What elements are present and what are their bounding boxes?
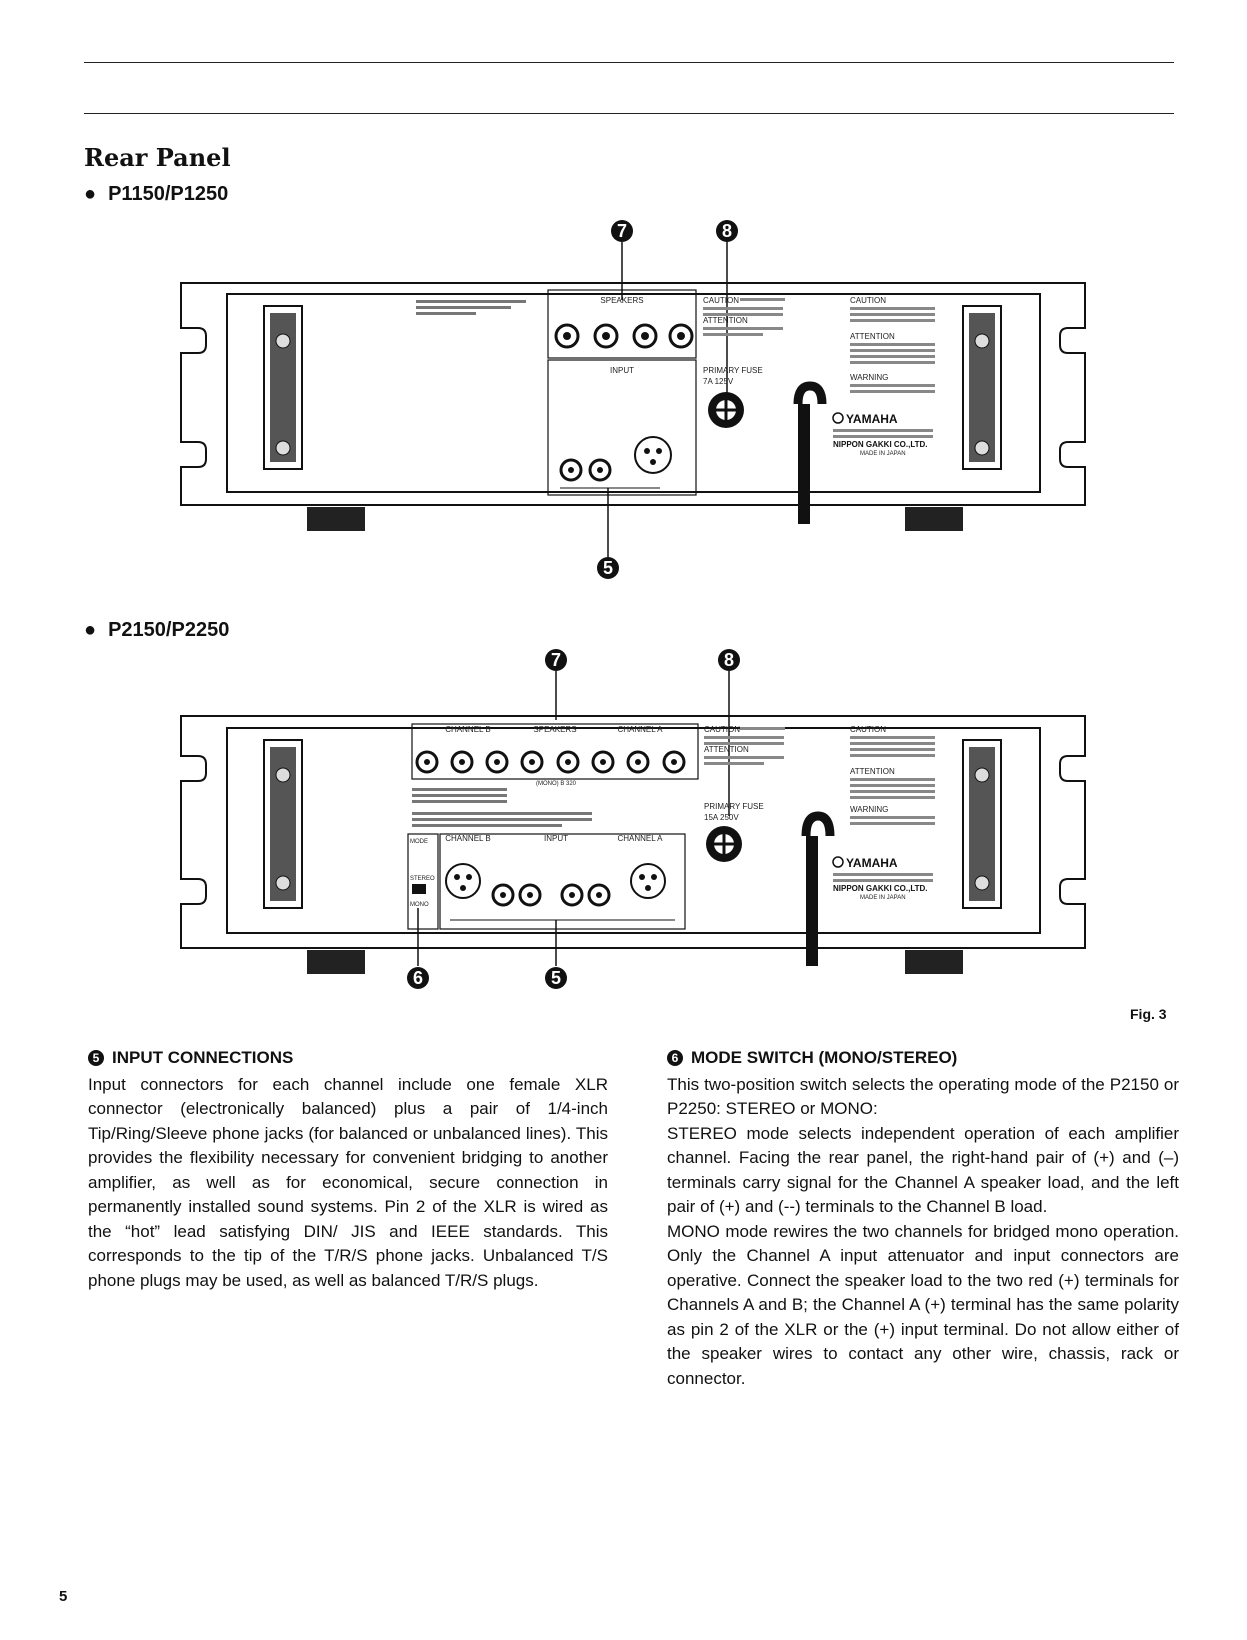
svg-text:ATTENTION: ATTENTION — [703, 316, 748, 325]
input-connections-section: 5 INPUT CONNECTIONS Input connectors for… — [88, 1046, 608, 1293]
svg-text:WARNING: WARNING — [850, 373, 888, 382]
svg-text:MODE: MODE — [410, 839, 428, 845]
right-foot — [905, 507, 963, 531]
yamaha-logo: YAMAHA NIPPON GAKKI CO.,LTD. MADE IN JAP… — [832, 856, 933, 901]
figure-label: Fig. 3 — [1130, 1006, 1167, 1022]
svg-text:STEREO: STEREO — [410, 876, 435, 882]
svg-text:INPUT: INPUT — [610, 366, 634, 375]
right-handle — [962, 305, 1002, 470]
callout-5: 5 — [545, 920, 567, 989]
spec-text — [412, 788, 592, 827]
model-heading-p1150: ● P1150/P1250 — [84, 183, 228, 206]
left-handle — [263, 739, 303, 909]
svg-text:CHANNEL B: CHANNEL B — [445, 725, 491, 734]
callout-7: 7 — [545, 649, 567, 720]
caution-label-right: CAUTION ATTENTION WARNING — [850, 725, 935, 825]
svg-text:SPEAKERS: SPEAKERS — [600, 296, 643, 305]
svg-text:SPEAKERS: SPEAKERS — [533, 725, 576, 734]
page-number: 5 — [59, 1588, 68, 1605]
right-handle — [962, 739, 1002, 909]
input-section: CHANNEL B INPUT CHANNEL A — [439, 833, 686, 930]
svg-text:15A 250V: 15A 250V — [704, 813, 739, 822]
svg-text:(MONO) B 320: (MONO) B 320 — [536, 781, 577, 787]
svg-text:WARNING: WARNING — [850, 805, 888, 814]
model-heading-p2150: ● P2150/P2250 — [84, 619, 229, 642]
svg-text:5: 5 — [603, 558, 613, 578]
model-label: P2150/P2250 — [108, 619, 230, 641]
svg-text:CAUTION: CAUTION — [850, 296, 886, 305]
svg-text:8: 8 — [724, 650, 734, 670]
primary-fuse: PRIMARY FUSE 7A 125V — [703, 366, 763, 428]
rack-frame — [180, 282, 1086, 506]
svg-text:YAMAHA: YAMAHA — [846, 412, 898, 426]
caution-label-right: CAUTION ATTENTION WARNING — [850, 296, 935, 393]
second-rule — [84, 113, 1174, 114]
svg-text:6: 6 — [413, 968, 423, 988]
rear-panel-diagram-p2150: 7 8 CHANNEL B SPEAKERS CHANNEL A — [180, 649, 1086, 989]
heading-text: MODE SWITCH (MONO/STEREO) — [691, 1048, 958, 1067]
mode-switch-section: 6 MODE SWITCH (MONO/STEREO) This two-pos… — [667, 1046, 1179, 1391]
svg-text:NIPPON GAKKI CO.,LTD.: NIPPON GAKKI CO.,LTD. — [833, 884, 928, 893]
power-cord — [801, 811, 835, 966]
svg-text:MONO: MONO — [410, 902, 429, 908]
svg-text:CHANNEL A: CHANNEL A — [617, 834, 663, 843]
svg-text:5: 5 — [551, 968, 561, 988]
svg-text:7: 7 — [551, 650, 561, 670]
model-label: P1150/P1250 — [108, 183, 229, 205]
left-handle — [263, 305, 303, 470]
svg-text:CHANNEL A: CHANNEL A — [617, 725, 663, 734]
speakers-section: CHANNEL B SPEAKERS CHANNEL A (MONO) B 32… — [411, 723, 699, 787]
primary-fuse: PRIMARY FUSE 15A 250V — [704, 802, 764, 862]
svg-text:MADE IN JAPAN: MADE IN JAPAN — [860, 451, 906, 457]
body-text-stereo: STEREO mode selects independent operatio… — [667, 1123, 1179, 1217]
right-foot — [905, 950, 963, 974]
callout-6: 6 — [407, 908, 429, 989]
svg-text:7A 125V: 7A 125V — [703, 377, 734, 386]
yamaha-logo: YAMAHA NIPPON GAKKI CO.,LTD. MADE IN JAP… — [832, 412, 933, 457]
page-title: Rear Panel — [84, 143, 231, 172]
spec-text — [416, 300, 526, 315]
svg-text:PRIMARY FUSE: PRIMARY FUSE — [704, 802, 764, 811]
bullet-icon: ● — [84, 183, 97, 205]
svg-text:CAUTION: CAUTION — [704, 725, 740, 734]
callout-7: 7 — [611, 220, 633, 300]
left-foot — [307, 507, 365, 531]
svg-text:ATTENTION: ATTENTION — [704, 745, 749, 754]
number-icon: 6 — [667, 1050, 683, 1067]
power-cord — [793, 381, 827, 524]
top-rule — [84, 62, 1174, 63]
rear-panel-diagram-p1150: 7 8 SPEAKERS — [180, 220, 1086, 579]
svg-text:8: 8 — [722, 221, 732, 241]
svg-text:CAUTION: CAUTION — [850, 725, 886, 734]
callout-5: 5 — [597, 488, 619, 579]
rack-frame — [180, 715, 1086, 949]
left-foot — [307, 950, 365, 974]
bullet-icon: ● — [84, 619, 97, 641]
svg-text:NIPPON GAKKI CO.,LTD.: NIPPON GAKKI CO.,LTD. — [833, 440, 928, 449]
number-icon: 5 — [88, 1050, 104, 1067]
svg-text:YAMAHA: YAMAHA — [846, 856, 898, 870]
svg-text:ATTENTION: ATTENTION — [850, 332, 895, 341]
input-section: INPUT — [547, 359, 697, 496]
svg-text:MADE IN JAPAN: MADE IN JAPAN — [860, 895, 906, 901]
heading-text: INPUT CONNECTIONS — [112, 1048, 294, 1067]
body-text-mono: MONO mode rewires the two channels for b… — [667, 1221, 1179, 1388]
section-heading: 6 MODE SWITCH (MONO/STEREO) — [667, 1046, 1179, 1071]
body-text: Input connectors for each channel includ… — [88, 1074, 608, 1290]
body-text-intro: This two-position switch selects the ope… — [667, 1074, 1179, 1119]
caution-label-middle: CAUTION ATTENTION — [703, 296, 785, 336]
speakers-section: SPEAKERS — [547, 289, 697, 359]
callout-8: 8 — [716, 220, 738, 395]
svg-text:PRIMARY FUSE: PRIMARY FUSE — [703, 366, 763, 375]
svg-text:CAUTION: CAUTION — [703, 296, 739, 305]
svg-text:INPUT: INPUT — [544, 834, 568, 843]
section-heading: 5 INPUT CONNECTIONS — [88, 1046, 608, 1071]
svg-text:7: 7 — [617, 221, 627, 241]
svg-text:ATTENTION: ATTENTION — [850, 767, 895, 776]
svg-text:CHANNEL B: CHANNEL B — [445, 834, 491, 843]
mode-switch: MODE STEREO MONO — [407, 833, 439, 930]
caution-label-middle: CAUTION ATTENTION — [704, 725, 785, 765]
